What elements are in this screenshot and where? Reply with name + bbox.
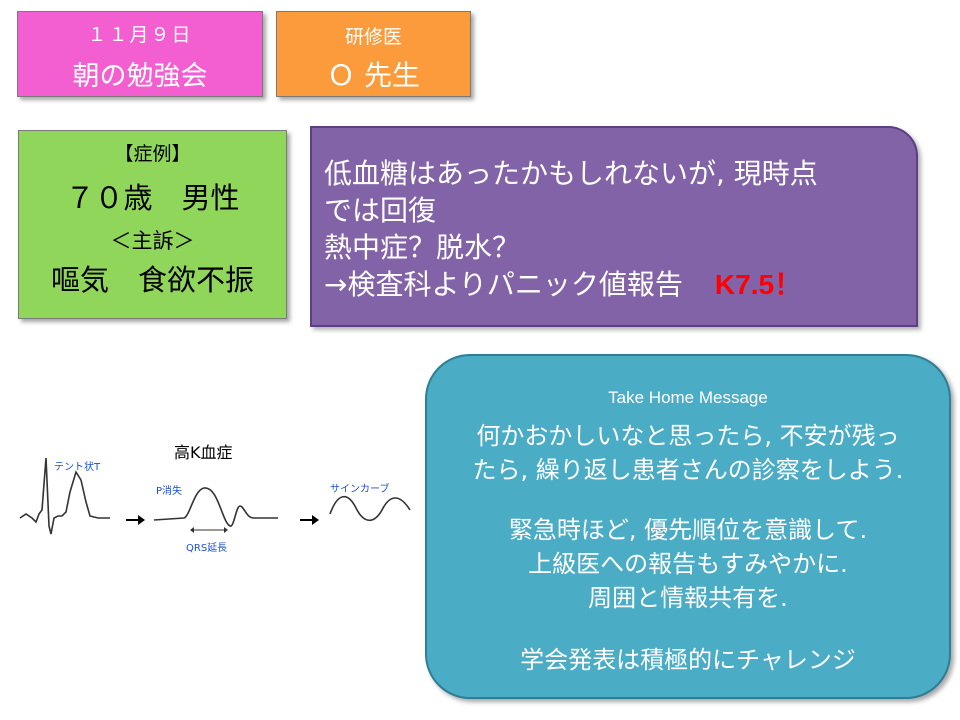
complaint-heading: ＜主訴＞ (110, 229, 195, 253)
message-line: 緊急時ほど, 優先順位を意識して. (508, 516, 868, 544)
take-home-message-box: Take Home Message 何かおかしいなと思ったら, 不安が残っ たら… (425, 354, 951, 699)
clinical-note-box: 低血糖はあったかもしれないが, 現時点 では回復 熱中症？脱水？ →検査科よりパ… (310, 126, 918, 327)
tent-t-label: テント状T (54, 460, 101, 473)
qrs-marker-left-icon (190, 527, 194, 533)
note-line-report: →検査科よりパニック値報告 K7.5！ (324, 266, 904, 303)
hyperkalemia-ecg-diagram: 高K血症 テント状T P消失 QRS延長 サインカーブ (19, 443, 411, 554)
ecg-strip-sine-wave (329, 495, 411, 522)
event-title: 朝の勉強会 (72, 61, 208, 92)
message-line: 上級医への報告もすみやかに. (528, 550, 848, 578)
presenter-box: 研修医 Ｏ 先生 (276, 11, 471, 97)
presenter-name: Ｏ 先生 (327, 59, 420, 92)
case-heading: 【症例】 (114, 143, 191, 165)
p-loss-label: P消失 (156, 484, 182, 497)
message-line: たら, 繰り返し患者さんの診察をしよう. (472, 456, 904, 484)
presenter-role: 研修医 (344, 26, 402, 48)
chief-complaint: 嘔気 食欲不振 (50, 263, 254, 297)
message-line: 何かおかしいなと思ったら, 不安が残っ (476, 422, 900, 450)
date-event-box: １１月９日 朝の勉強会 (17, 11, 263, 97)
note-line: 低血糖はあったかもしれないが, 現時点 (324, 157, 818, 190)
note-line: では回復 (324, 194, 437, 227)
message-line: 学会発表は積極的にチャレンジ (520, 646, 856, 674)
note-line-text: →検査科よりパニック値報告 (324, 268, 683, 301)
qrs-marker-right-icon (224, 527, 228, 533)
ecg-strip-wide-qrs (153, 487, 278, 527)
ecg-strip-peaked-t (19, 457, 110, 535)
message-title: Take Home Message (608, 388, 768, 407)
sine-curve-label: サインカーブ (330, 482, 389, 495)
case-box: 【症例】 ７０歳 男性 ＜主訴＞ 嘔気 食欲不振 (18, 130, 287, 319)
arrow-head-icon (138, 515, 145, 525)
patient-info: ７０歳 男性 (65, 181, 240, 215)
qrs-label: QRS延長 (186, 542, 227, 554)
date-label: １１月９日 (87, 24, 193, 46)
message-line: 周囲と情報共有を. (588, 584, 788, 612)
potassium-alert: K7.5！ (714, 269, 803, 300)
arrow-head-icon (312, 515, 319, 525)
note-line: 熱中症？脱水？ (324, 231, 521, 264)
ecg-title: 高K血症 (174, 443, 233, 462)
